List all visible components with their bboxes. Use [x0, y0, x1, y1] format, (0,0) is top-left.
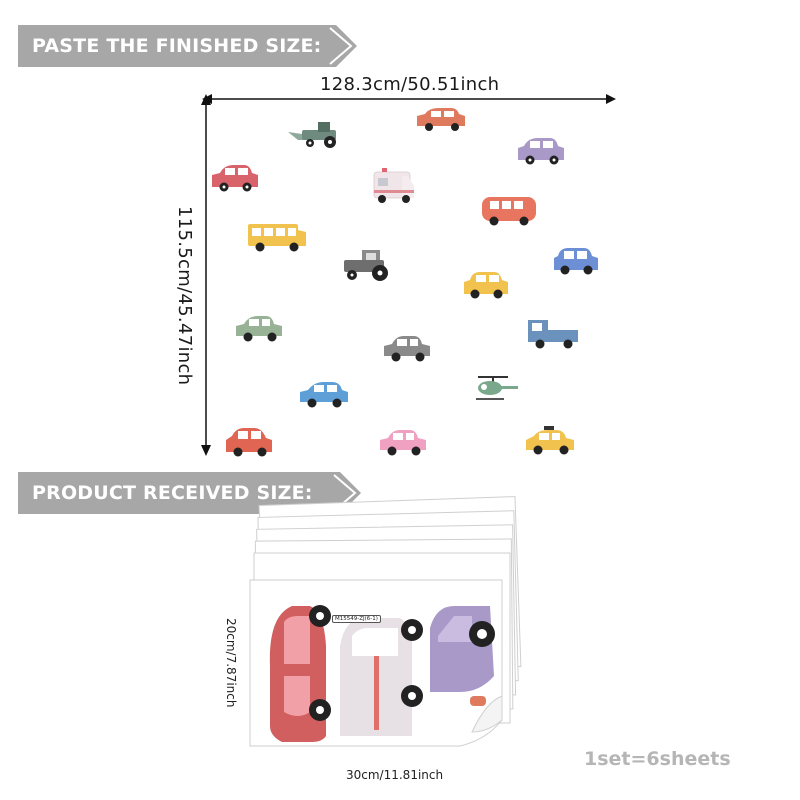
sheet-code: M15549-ZJ(6-1): [332, 615, 381, 623]
finished-height-wrap: 115.5cm/45.47inch: [172, 206, 202, 456]
finished-width-label: 128.3cm/50.51inch: [320, 74, 500, 95]
sheet-stack: [249, 496, 522, 747]
ambulance-icon: [373, 168, 414, 203]
finished-size-label: PASTE THE FINISHED SIZE:: [32, 35, 322, 57]
sheet-width-label: 30cm/11.81inch: [346, 768, 444, 782]
car-blue-icon: [554, 248, 598, 275]
front-sheet: [249, 579, 503, 747]
taxi-icon: [526, 426, 574, 455]
tractor-gray-icon: [344, 250, 388, 281]
truck-blue-icon: [528, 320, 578, 349]
finished-size-banner: PASTE THE FINISHED SIZE:: [18, 25, 358, 67]
car-sky-icon: [300, 382, 348, 408]
car-gray-icon: [384, 336, 430, 362]
sheet-height-label: 20cm/7.87inch: [224, 618, 238, 708]
received-size-banner: PRODUCT RECEIVED SIZE:: [18, 472, 363, 514]
received-size-label: PRODUCT RECEIVED SIZE:: [32, 482, 313, 504]
car-pink-icon: [380, 430, 426, 456]
bus-orange-icon: [482, 197, 536, 226]
school-bus-icon: [248, 224, 306, 252]
set-note: 1set=6sheets: [584, 748, 731, 770]
vehicles-layer: [212, 108, 598, 457]
dimension-arrows: [201, 94, 616, 456]
finished-height-label: 115.5cm/45.47inch: [174, 206, 195, 386]
car-yellow-icon: [464, 272, 508, 299]
tractor-green-icon: [288, 122, 336, 148]
sheet-height-wrap: 20cm/7.87inch: [224, 618, 240, 738]
car-red-icon: [212, 165, 258, 192]
car-orange-icon: [417, 108, 465, 131]
helicopter-icon: [476, 376, 518, 400]
car-red2-icon: [226, 428, 272, 457]
car-green-icon: [236, 316, 282, 342]
banner-shape: [18, 25, 357, 67]
car-purple-icon: [518, 138, 564, 165]
